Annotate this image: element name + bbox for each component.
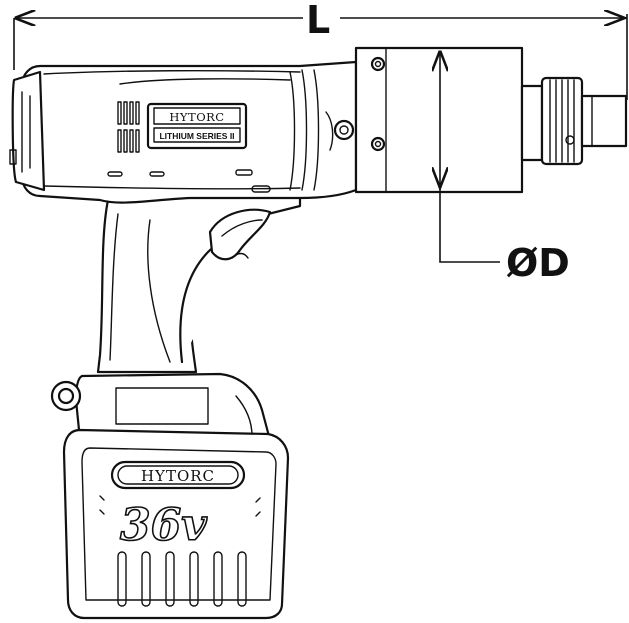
length-dimension: L — [13, 0, 628, 100]
diameter-dimension: ØD — [440, 52, 570, 285]
rear-clip — [9, 149, 17, 165]
battery-ribs — [117, 551, 247, 607]
slot-2 — [149, 171, 165, 177]
diameter-leader — [439, 188, 500, 263]
gearbox-bolt-bottom — [370, 136, 386, 152]
trigger — [208, 208, 272, 261]
diameter-label: ØD — [506, 241, 570, 285]
battery-indicator-window — [115, 387, 209, 425]
handle — [96, 194, 302, 374]
battery-voltage-text: 36v — [120, 500, 207, 551]
length-label: L — [306, 0, 330, 42]
knurl-lines — [549, 79, 575, 163]
slot-4 — [251, 185, 271, 193]
trigger-guard-detail — [231, 252, 249, 259]
gearbox-bolt-top — [370, 56, 386, 72]
battery-pack: HYTORC 36v — [50, 372, 290, 620]
housing-screw-inner — [339, 125, 349, 135]
front-ridge-2 — [301, 69, 308, 191]
housing-bottom-contour — [43, 185, 301, 190]
slot-3 — [235, 169, 253, 176]
battery-brand-text: HYTORC — [141, 467, 215, 485]
rear-cap — [11, 70, 46, 192]
square-drive — [580, 94, 628, 148]
front-ridge-1 — [289, 71, 296, 191]
housing-ridge — [119, 78, 291, 85]
motor-housing: HYTORC LITHIUM SERIES II — [9, 60, 358, 204]
vent-slots — [117, 101, 140, 153]
housing-top-contour — [43, 69, 301, 75]
trigger-detail — [221, 219, 263, 237]
grip-edge-line — [109, 213, 119, 361]
drive-pin — [565, 135, 575, 145]
screw-boss-contour — [325, 111, 334, 151]
battery-brand-plate — [110, 460, 246, 490]
series-box — [153, 127, 241, 143]
series-text: LITHIUM SERIES II — [159, 131, 234, 141]
grip-contour — [147, 219, 171, 363]
housing-screw — [333, 119, 355, 141]
brand-box — [153, 107, 241, 125]
front-ridge-3 — [313, 69, 320, 191]
body-brand-text: HYTORC — [169, 110, 224, 124]
gearbox — [354, 46, 628, 194]
lanyard-hole — [57, 387, 75, 405]
nose-ring — [520, 84, 544, 162]
slot-1 — [107, 171, 123, 177]
battery-face — [81, 447, 277, 601]
label-plate — [146, 102, 248, 150]
